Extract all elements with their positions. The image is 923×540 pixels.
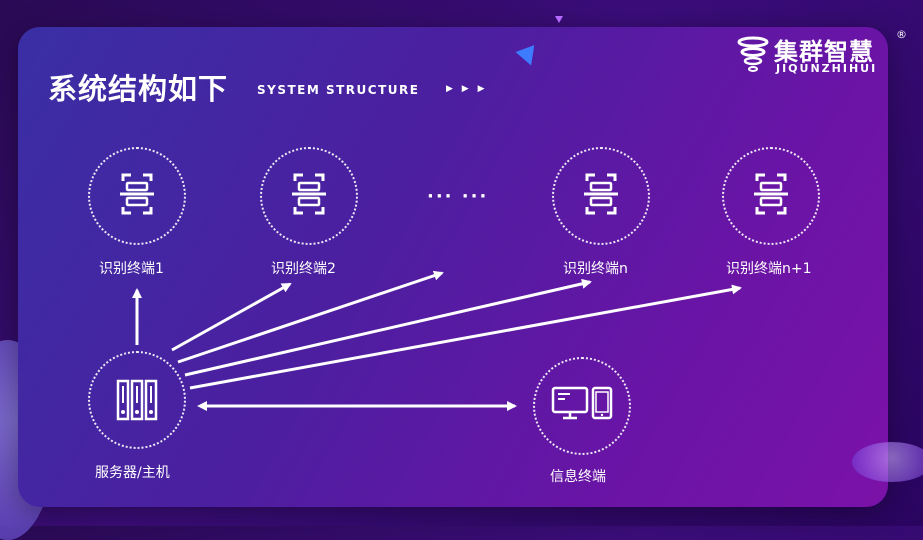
- arrow-to-terminal-2: [171, 282, 292, 352]
- brand-name: 集群智慧: [774, 38, 874, 66]
- server-label: 服务器/主机: [95, 465, 170, 481]
- scanner-icon: [584, 173, 618, 215]
- scanner-icon: [120, 173, 154, 215]
- terminal-node-n-plus-1: [722, 147, 820, 245]
- decorative-small-triangle: [555, 16, 563, 23]
- terminal-label-1: 识别终端1: [99, 261, 164, 277]
- registered-mark: ®: [896, 28, 907, 41]
- arrow-to-terminal-n: [184, 278, 592, 377]
- server-node: [88, 351, 186, 449]
- page-subtitle: SYSTEM STRUCTURE: [257, 83, 420, 97]
- terminal-label-2: 识别终端2: [271, 261, 336, 277]
- connection-lines: [132, 270, 742, 411]
- scanner-icon: [754, 173, 788, 215]
- ellipsis: ··· ···: [427, 186, 489, 207]
- terminal-node-2: [260, 147, 358, 245]
- page-title: 系统结构如下: [48, 72, 229, 106]
- terminal-node-n: [552, 147, 650, 245]
- arrow-to-terminal-middle: [177, 270, 444, 364]
- brand-logo-group: 集群智慧 JIQUNZHIHUI ®: [736, 28, 907, 82]
- brand-spiral-icon: [737, 36, 769, 72]
- info-terminal-label: 信息终端: [550, 469, 606, 485]
- scanner-icon: [292, 173, 326, 215]
- terminal-node-1: [88, 147, 186, 245]
- arrow-to-terminal-n-plus-1: [189, 284, 742, 390]
- subtitle-arrows: ▶ ▶ ▶: [446, 84, 488, 94]
- terminal-label-n: 识别终端n: [563, 261, 628, 277]
- brand-name-en: JIQUNZHIHUI: [776, 62, 878, 75]
- info-terminal-node: [533, 357, 631, 455]
- server-rack-icon: [116, 379, 158, 421]
- decorative-disc: [852, 442, 923, 482]
- terminal-label-n-plus-1: 识别终端n+1: [726, 261, 812, 277]
- monitor-tablet-icon: [551, 386, 613, 420]
